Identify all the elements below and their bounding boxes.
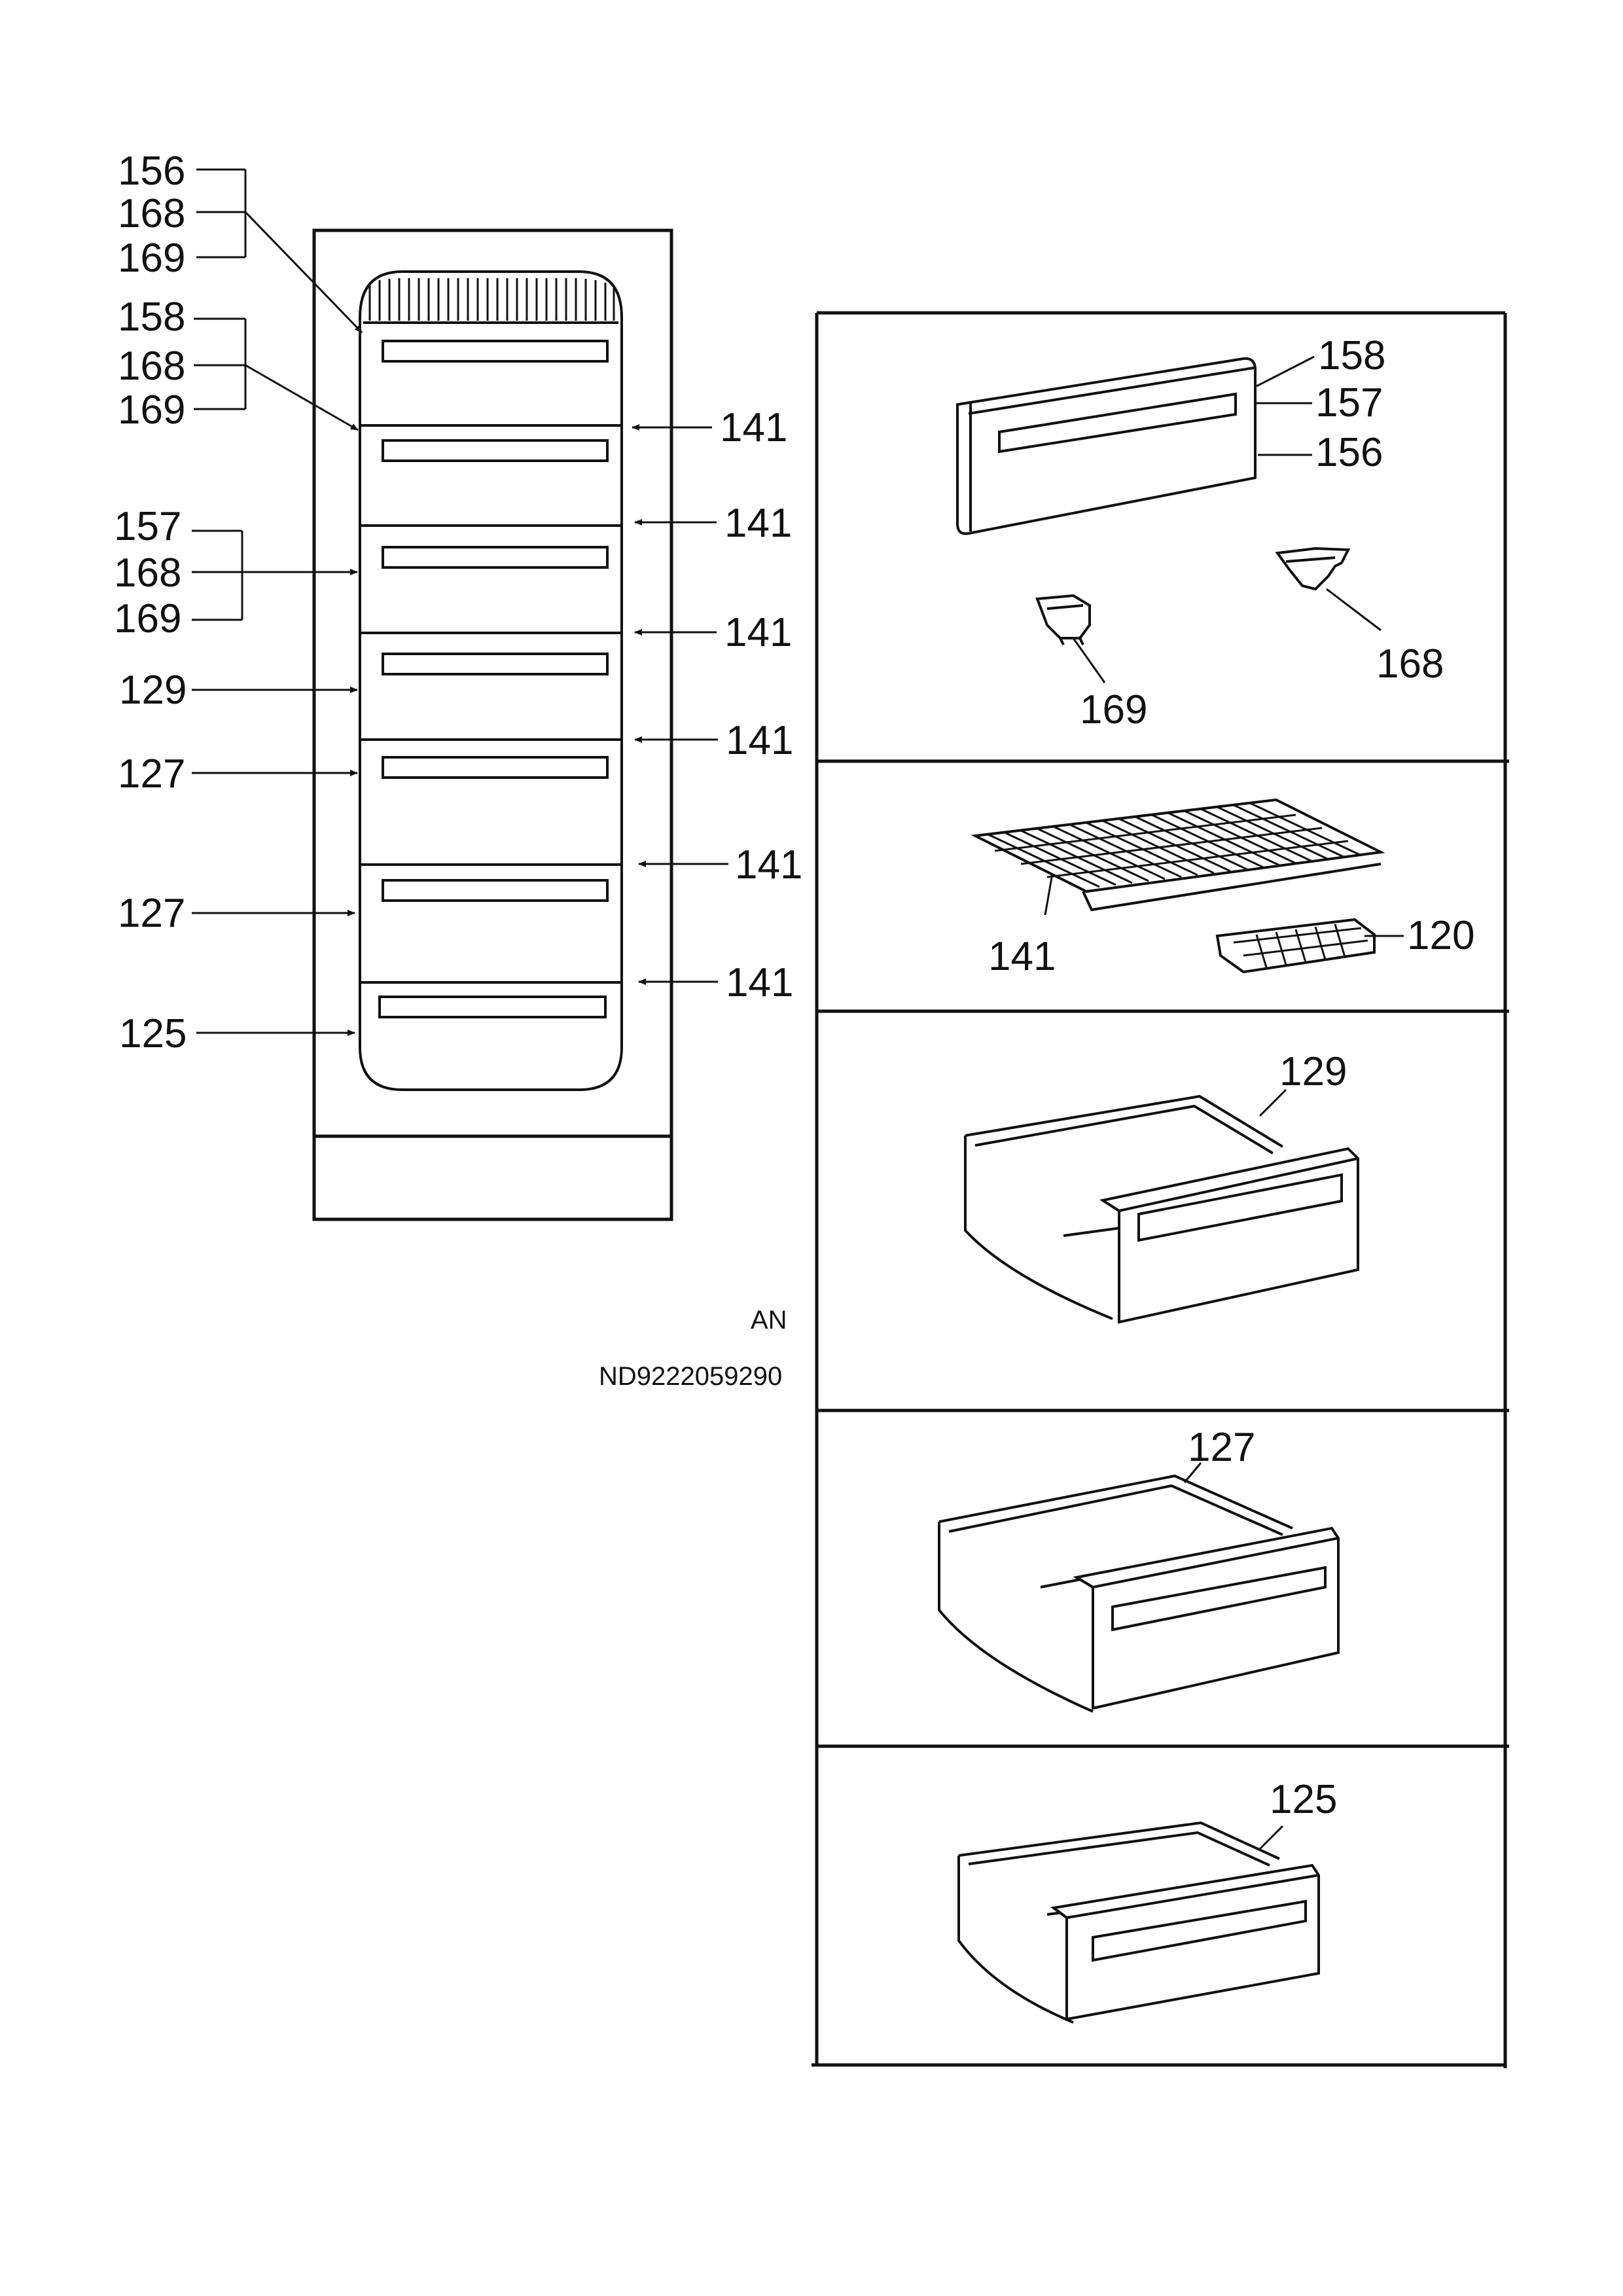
part-label-125: 125: [1270, 1777, 1337, 1822]
callout-129: 129: [119, 668, 187, 713]
part-label-158: 158: [1318, 333, 1385, 378]
callout-141: 141: [720, 405, 787, 450]
part-label-120: 120: [1407, 913, 1474, 958]
callout-157: 157: [114, 504, 181, 549]
part-label-168: 168: [1376, 641, 1444, 687]
panel3-leader: [1258, 1088, 1287, 1117]
parts-panel-frame: [812, 311, 1509, 2068]
callout-169: 169: [118, 387, 185, 433]
callout-141: 141: [726, 718, 793, 763]
callout-141: 141: [735, 842, 802, 888]
callout-156: 156: [118, 149, 185, 194]
part-label-157: 157: [1315, 380, 1383, 425]
ice-tray-part: [1215, 918, 1376, 974]
drawer-127-part: [938, 1474, 1340, 1713]
clip-169-part: [1035, 594, 1091, 645]
drawer-129-part: [964, 1094, 1359, 1324]
callout-127: 127: [118, 891, 185, 936]
wire-shelf-part: [971, 798, 1385, 912]
part-label-169: 169: [1080, 687, 1147, 732]
panel4-leader: [1183, 1462, 1202, 1483]
part-label-129: 129: [1279, 1049, 1347, 1094]
left-callouts: 156 168 169 158 168 169 157 168 169 129 …: [114, 149, 802, 1056]
callout-141: 141: [724, 501, 792, 546]
part-label-141: 141: [988, 934, 1056, 979]
panel2-leaders: [1044, 873, 1404, 937]
left-leaders: [192, 168, 728, 1036]
drawer-front-part: [956, 357, 1257, 535]
variant-code: AN: [751, 1306, 787, 1335]
freezer-cabinet: [312, 228, 673, 1221]
panel1-labels: 158 157 156 169 168: [1080, 333, 1444, 732]
panel1-leaders: [1072, 355, 1382, 683]
callout-127: 127: [118, 751, 185, 797]
callout-141: 141: [724, 610, 792, 655]
callout-125: 125: [119, 1011, 187, 1056]
callout-141: 141: [726, 960, 793, 1005]
diagram-number: ND9222059290: [599, 1362, 782, 1391]
drawer-125-part: [957, 1821, 1320, 2024]
panel2-labels: 141 120: [988, 913, 1474, 979]
panel5-leader: [1258, 1825, 1284, 1850]
callout-158: 158: [118, 295, 185, 340]
callout-168: 168: [114, 550, 181, 596]
callout-168: 168: [118, 344, 185, 389]
part-label-127: 127: [1188, 1425, 1255, 1470]
part-label-156: 156: [1315, 430, 1383, 475]
top-grille: [363, 278, 618, 324]
callout-168: 168: [118, 191, 185, 236]
clip-168-part: [1275, 547, 1351, 591]
callout-169: 169: [114, 596, 181, 641]
callout-169: 169: [118, 236, 185, 281]
